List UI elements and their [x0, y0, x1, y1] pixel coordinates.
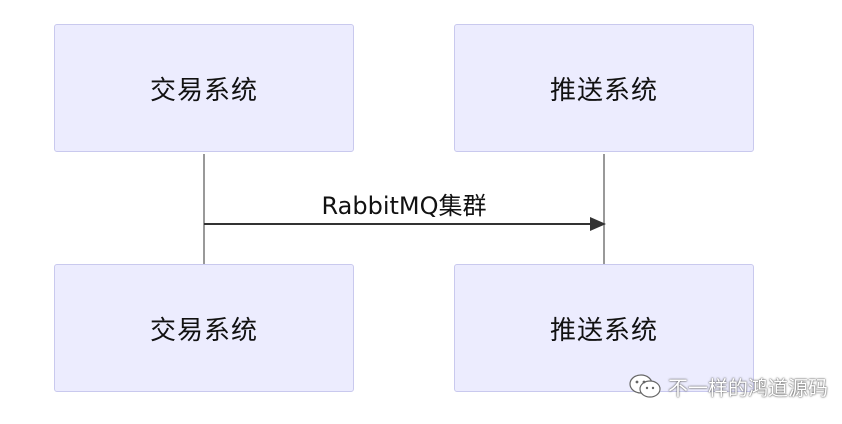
- lifeline-trade-system: [203, 154, 205, 264]
- lifeline-push-system: [603, 154, 605, 264]
- participant-label: 交易系统: [149, 75, 258, 106]
- watermark-text: 不一样的鸿道源码: [668, 375, 828, 400]
- message-label: RabbitMQ集群: [321, 192, 487, 220]
- wechat-icon: [629, 374, 661, 398]
- participant-push-system-top: 推送系统: [454, 24, 754, 152]
- participant-label: 推送系统: [549, 75, 658, 106]
- participant-trade-system-bottom: 交易系统: [54, 264, 354, 392]
- participant-trade-system-top: 交易系统: [54, 24, 354, 152]
- message-arrow-line: [204, 223, 592, 225]
- watermark: 不一样的鸿道源码: [628, 372, 828, 400]
- participant-label: 推送系统: [549, 315, 658, 346]
- participant-push-system-bottom: 推送系统: [454, 264, 754, 392]
- arrowhead-icon: [590, 217, 606, 231]
- participant-label: 交易系统: [149, 315, 258, 346]
